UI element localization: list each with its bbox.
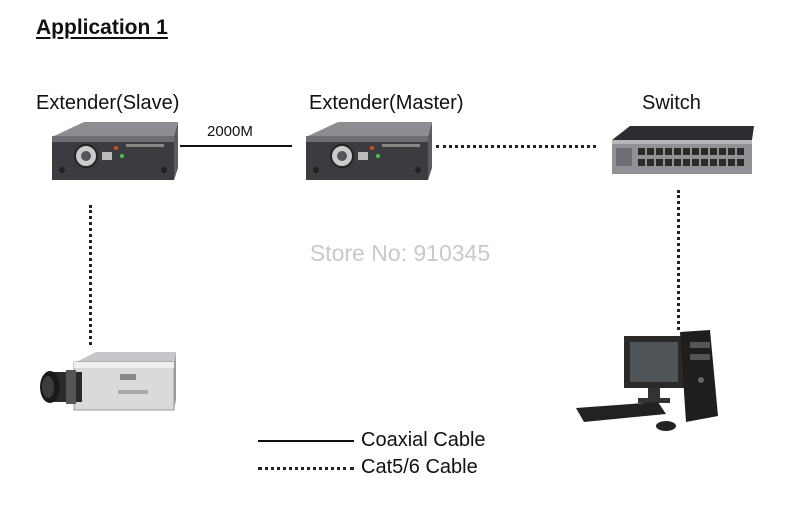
computer-pc-device xyxy=(570,330,725,436)
cat-link-master-switch xyxy=(436,145,596,148)
switch-label: Switch xyxy=(642,92,701,114)
coaxial-link-slave-master xyxy=(180,145,292,147)
extender-slave-label: Extender(Slave) xyxy=(36,92,180,114)
legend-solid-line xyxy=(258,440,354,442)
cat-link-slave-camera xyxy=(89,205,92,345)
extender-slave-device xyxy=(44,118,184,186)
extender-master-device xyxy=(298,118,438,186)
link-speed-label: 2000M xyxy=(207,123,253,140)
cat-link-switch-pc xyxy=(677,190,680,330)
diagram-title: Application 1 xyxy=(36,16,168,39)
store-watermark: Store No: 910345 xyxy=(309,240,491,266)
legend-coaxial-label: Coaxial Cable xyxy=(361,429,486,451)
network-switch-device xyxy=(608,122,758,180)
legend-dotted-line xyxy=(258,467,354,470)
security-camera-device xyxy=(36,348,186,424)
extender-master-label: Extender(Master) xyxy=(309,92,464,114)
legend-cat-label: Cat5/6 Cable xyxy=(361,456,478,478)
